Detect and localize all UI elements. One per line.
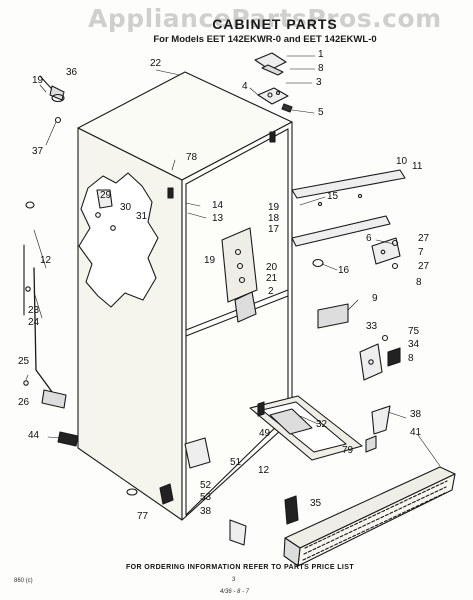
page-number: 3	[232, 577, 236, 583]
callout-53: 53	[200, 492, 212, 503]
drain-pan	[249, 395, 363, 461]
callout-5: 5	[318, 107, 324, 118]
callout-25: 25	[18, 356, 30, 367]
callout-38-right: 38	[410, 409, 422, 420]
callout-24: 24	[28, 317, 40, 328]
callout-27-lower: 27	[418, 261, 430, 272]
callout-27-upper: 27	[418, 233, 430, 244]
callout-11: 11	[412, 161, 423, 172]
drawing-code-left: 860 (c)	[14, 578, 33, 584]
drawing-code-bottom: 4/36 - 8 - 7	[220, 589, 250, 595]
callout-12-left: 12	[40, 255, 52, 266]
top-hinge-assembly	[254, 52, 293, 113]
callout-75: 75	[408, 326, 420, 337]
callout-34: 34	[408, 339, 420, 350]
callout-20: 20	[266, 262, 278, 273]
callout-22: 22	[150, 58, 162, 69]
callout-79: 79	[342, 445, 354, 456]
callout-17: 17	[268, 224, 280, 235]
callout-8-right: 8	[416, 277, 422, 288]
callout-77: 77	[137, 511, 149, 522]
callout-4: 4	[242, 81, 248, 92]
callout-6: 6	[366, 233, 372, 244]
crisper-rails	[291, 169, 406, 247]
door-handle-bracket	[317, 303, 349, 329]
diagram-subtitle: For Models EET 142EKWR-0 and EET 142EKWL…	[153, 34, 377, 45]
callout-3: 3	[316, 77, 322, 88]
callout-35: 35	[310, 498, 322, 509]
callout-14: 14	[212, 200, 224, 211]
callout-19-mid: 19	[268, 202, 280, 213]
callout-10: 10	[396, 156, 408, 167]
callout-18: 18	[268, 213, 280, 224]
callout-30: 30	[120, 202, 132, 213]
callout-8-lower: 8	[408, 353, 414, 364]
callout-8: 8	[318, 63, 324, 74]
callout-12-bottom: 12	[258, 465, 270, 476]
callout-41: 41	[410, 427, 422, 438]
callout-2: 2	[268, 286, 274, 297]
shelf-bracket-right	[312, 237, 401, 270]
callout-38-bottom: 38	[200, 506, 212, 517]
leveling-leg-top	[39, 75, 65, 124]
callout-51: 51	[230, 457, 242, 468]
ordering-note: FOR ORDERING INFORMATION REFER TO PARTS …	[125, 564, 355, 571]
watermark: AppliancePartsPros.com	[88, 4, 442, 33]
callout-16: 16	[338, 265, 350, 276]
bottom-hinge-right	[359, 334, 401, 381]
diagram-title: CABINET PARTS	[212, 16, 338, 32]
callout-7: 7	[418, 247, 424, 258]
callout-21: 21	[266, 273, 278, 284]
insulation-cutaway	[78, 172, 159, 308]
callout-15: 15	[327, 191, 339, 202]
callout-1: 1	[318, 49, 324, 60]
callout-52: 52	[200, 480, 212, 491]
callout-78: 78	[186, 152, 198, 163]
callout-36: 36	[66, 67, 78, 78]
callout-33: 33	[366, 321, 378, 332]
callout-13: 13	[212, 213, 224, 224]
callout-leaders	[25, 55, 441, 467]
front-leg-assembly	[126, 401, 391, 546]
callout-32: 32	[316, 419, 328, 430]
left-side-parts	[23, 201, 79, 447]
callout-31: 31	[136, 211, 148, 222]
control-bracket	[221, 227, 258, 323]
callout-19-low: 19	[204, 255, 216, 266]
callout-23: 23	[28, 305, 40, 316]
callout-37: 37	[32, 146, 44, 157]
callout-49: 49	[259, 428, 271, 439]
toe-grille	[283, 466, 456, 567]
callout-9: 9	[372, 293, 378, 304]
callout-29: 29	[100, 190, 112, 201]
callout-19-top: 19	[32, 75, 44, 86]
callout-26: 26	[18, 397, 30, 408]
callout-44: 44	[28, 430, 40, 441]
